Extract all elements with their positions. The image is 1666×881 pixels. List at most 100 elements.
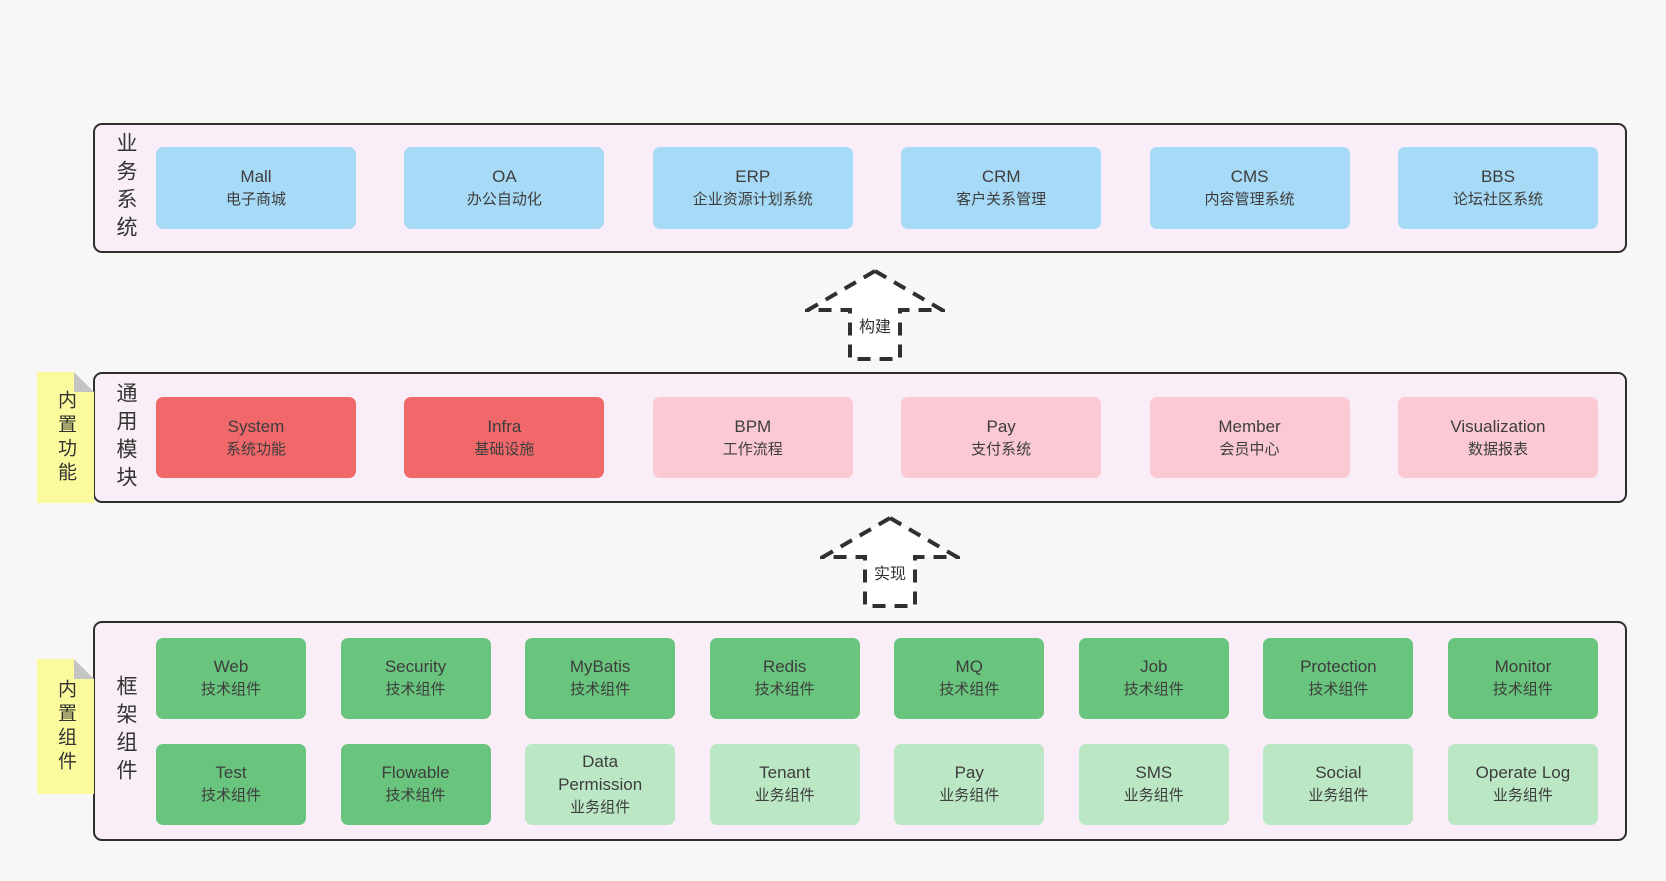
box-subtitle: 技术组件: [1123, 681, 1184, 698]
modules-box-rows: System 系统功能 Infra 基础设施 BPM 工作流程 Pay 支付系统 Member 会…: [156, 374, 1625, 501]
sticky-note-label: 内置组件: [55, 678, 76, 775]
box-subtitle: 办公自动化: [466, 191, 542, 208]
box-title: System: [227, 416, 285, 436]
box-title: MyBatis: [569, 657, 631, 676]
box-title: ERP: [735, 167, 771, 186]
box-subtitle: 企业资源计划系统: [692, 191, 813, 208]
box-subtitle: 支付系统: [971, 440, 1032, 458]
box-subtitle: 会员中心: [1219, 440, 1280, 458]
box-tenant: Tenant 业务组件: [709, 743, 860, 825]
box-subtitle: 业务组件: [754, 787, 815, 804]
box-title: BPM: [734, 416, 772, 436]
box-pay: Pay 业务组件: [894, 743, 1045, 825]
box-sms: SMS 业务组件: [1078, 743, 1229, 825]
box-infra: Infra 基础设施: [404, 397, 605, 478]
box-title: Member: [1218, 416, 1281, 436]
box-pay: Pay 支付系统: [901, 397, 1102, 478]
section-label-components: 框架组件: [114, 675, 137, 787]
sticky-note-builtin-components: 内置组件: [37, 659, 94, 794]
box-member: Member 会员中心: [1149, 397, 1350, 478]
box-subtitle: 业务组件: [1492, 787, 1553, 804]
box-subtitle: 技术组件: [200, 681, 261, 698]
box-title: Mall: [240, 167, 272, 186]
box-title: Test: [215, 763, 247, 782]
box-title: Security: [384, 657, 447, 676]
box-job: Job 技术组件: [1078, 637, 1229, 719]
box-bbs: BBS 论坛社区系统: [1397, 147, 1598, 229]
box-title: Visualization: [1450, 416, 1546, 436]
folded-corner-icon: [74, 372, 94, 392]
box-visualization: Visualization 数据报表: [1397, 397, 1598, 478]
box-erp: ERP 企业资源计划系统: [652, 147, 853, 229]
box-subtitle: 技术组件: [754, 681, 815, 698]
box-title: Monitor: [1494, 657, 1552, 676]
box-mq: MQ 技术组件: [894, 637, 1045, 719]
box-cms: CMS 内容管理系统: [1149, 147, 1350, 229]
box-title: Web: [213, 657, 249, 676]
box-subtitle: 技术组件: [1492, 681, 1553, 698]
box-subtitle: 论坛社区系统: [1452, 191, 1543, 208]
business-box-rows: Mall 电子商城 OA 办公自动化 ERP 企业资源计划系统 CRM 客户关系管理 CMS 内容…: [156, 125, 1625, 251]
box-title: Job: [1140, 657, 1168, 676]
box-operate-log: Operate Log 业务组件: [1447, 743, 1598, 825]
box-social: Social 业务组件: [1263, 743, 1414, 825]
folded-corner-icon: [74, 659, 94, 679]
build-arrow-icon: 构建: [805, 268, 945, 362]
box-security: Security 技术组件: [340, 637, 491, 719]
box-web: Web 技术组件: [156, 637, 306, 719]
box-title: CRM: [981, 167, 1021, 186]
box-subtitle: 技术组件: [200, 787, 261, 804]
box-monitor: Monitor 技术组件: [1447, 637, 1598, 719]
section-label-modules: 通用模块: [114, 381, 137, 494]
box-title: Operate Log: [1475, 763, 1571, 782]
box-title: Social: [1315, 763, 1362, 782]
box-title: CMS: [1230, 167, 1269, 186]
implement-arrow-icon: 实现: [820, 515, 960, 609]
box-system: System 系统功能: [156, 397, 356, 478]
box-subtitle: 技术组件: [1308, 681, 1369, 698]
box-subtitle: 技术组件: [385, 787, 446, 804]
box-test: Test 技术组件: [156, 743, 306, 825]
box-redis: Redis 技术组件: [709, 637, 860, 719]
box-title: BBS: [1480, 167, 1515, 186]
box-subtitle: 业务组件: [1123, 787, 1184, 804]
implement-arrow-label: 实现: [870, 559, 910, 585]
box-title: Pay: [954, 763, 984, 782]
box-title: MQ: [955, 657, 983, 676]
box-title: OA: [492, 167, 517, 186]
box-subtitle: 业务组件: [939, 787, 1000, 804]
box-protection: Protection 技术组件: [1263, 637, 1414, 719]
box-subtitle: 数据报表: [1467, 440, 1528, 458]
box-subtitle: 技术组件: [570, 681, 631, 698]
box-subtitle: 技术组件: [939, 681, 1000, 698]
box-mall: Mall 电子商城: [156, 147, 356, 229]
box-subtitle: 工作流程: [722, 440, 783, 458]
box-title: Flowable: [381, 763, 450, 782]
box-crm: CRM 客户关系管理: [901, 147, 1102, 229]
box-flowable: Flowable 技术组件: [340, 743, 491, 825]
box-subtitle: 技术组件: [385, 681, 446, 698]
box-title: SMS: [1135, 763, 1173, 782]
box-title: Tenant: [759, 763, 811, 782]
box-title: Pay: [986, 416, 1016, 436]
box-title: Protection: [1300, 657, 1377, 676]
box-title: Infra: [487, 416, 522, 436]
box-subtitle: 基础设施: [474, 440, 535, 458]
box-row: Mall 电子商城 OA 办公自动化 ERP 企业资源计划系统 CRM 客户关系管理 CMS 内容…: [156, 147, 1598, 229]
box-oa: OA 办公自动化: [404, 147, 605, 229]
box-subtitle: 内容管理系统: [1204, 191, 1295, 208]
box-subtitle: 电子商城: [225, 191, 286, 208]
sticky-note-builtin-features: 内置功能: [37, 372, 94, 503]
box-subtitle: 系统功能: [225, 440, 286, 458]
box-subtitle: 业务组件: [1308, 787, 1369, 804]
box-subtitle: 客户关系管理: [956, 191, 1047, 208]
box-mybatis: MyBatis 技术组件: [525, 637, 676, 719]
box-title: Redis: [762, 657, 807, 676]
box-bpm: BPM 工作流程: [652, 397, 853, 478]
